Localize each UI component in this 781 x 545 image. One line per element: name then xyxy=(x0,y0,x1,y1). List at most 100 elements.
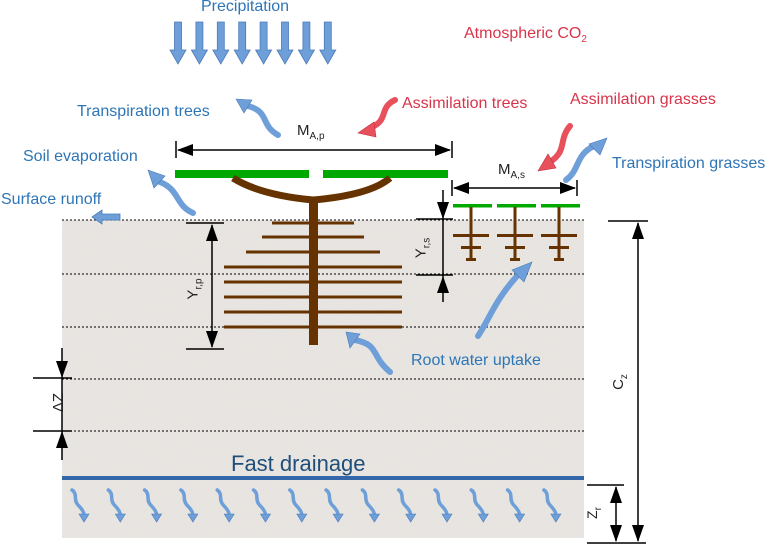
drainage-arrow-head xyxy=(114,513,126,523)
fast-drainage-label: Fast drainage xyxy=(231,451,366,476)
root-water-uptake-tree-arrow-head xyxy=(345,331,361,349)
drainage-arrow-head xyxy=(296,513,308,523)
drainage-arrow xyxy=(396,488,413,517)
tree-root-branch xyxy=(224,280,402,284)
assimilation-trees-label: Assimilation trees xyxy=(402,95,528,112)
drainage-arrow-head xyxy=(78,513,90,523)
dim-main: M xyxy=(498,161,511,178)
drainage-arrow xyxy=(251,488,268,517)
grass-stem xyxy=(513,207,517,259)
tree-branches xyxy=(231,175,393,204)
root-water-uptake-grass-arrow-head xyxy=(511,261,533,283)
root-depth-grasses-dimension-label: Yr,s xyxy=(412,238,432,259)
transpiration-trees-arrow xyxy=(245,103,281,138)
dim-main: Z xyxy=(583,510,600,519)
atmospheric-co2-text: Atmospheric CO xyxy=(464,25,582,42)
drainage-arrow xyxy=(360,488,377,517)
flux-arrows xyxy=(147,97,608,375)
drainage-arrow-head xyxy=(223,513,235,523)
canopy-grasses-dimension xyxy=(451,180,578,196)
drainage-arrow xyxy=(324,488,340,517)
transpiration-grasses-arrow-head xyxy=(588,137,608,156)
precipitation-arrow xyxy=(254,21,273,65)
precipitation-label: Precipitation xyxy=(201,0,290,15)
drainage-arrow xyxy=(70,488,86,517)
root-depth-trees-dimension xyxy=(186,222,224,350)
dim-main: Y xyxy=(184,289,202,300)
atmospheric-co2-subscript: 2 xyxy=(581,34,587,45)
tree-root-branch xyxy=(224,310,402,314)
transpiration-trees-arrow-head xyxy=(235,98,253,114)
drainage-arrow-head xyxy=(477,513,489,523)
tree-root-branch xyxy=(224,295,402,299)
dim-main: M xyxy=(297,122,310,139)
precipitation-arrow xyxy=(212,21,230,65)
atmospheric-co2-label: Atmospheric CO2 xyxy=(464,25,587,45)
drainage-depth-dimension-label: Zr xyxy=(584,507,604,519)
drainage-arrow-head xyxy=(441,513,453,523)
drainage-arrow xyxy=(542,488,558,517)
grass-plants xyxy=(453,204,580,261)
grass-root xyxy=(541,234,577,237)
drainage-arrow-head xyxy=(405,513,417,523)
drainage-arrow xyxy=(469,488,486,517)
assimilation-grasses-arrow-head xyxy=(537,153,557,172)
dim-main: C xyxy=(609,379,627,390)
drainage-arrow xyxy=(215,488,231,517)
drainage-arrow xyxy=(433,488,449,517)
grass-stem xyxy=(469,207,473,259)
grass-root xyxy=(554,258,564,261)
drainage-arrow xyxy=(179,488,195,517)
dim-sub: r,s xyxy=(421,237,433,249)
tree-root-branch xyxy=(272,221,354,225)
grass-root xyxy=(453,234,489,237)
root-water-uptake-grass-arrow xyxy=(475,272,521,339)
drainage-arrow xyxy=(142,488,159,517)
drainage-arrows xyxy=(70,488,562,523)
soil-evaporation-arrow xyxy=(157,179,196,216)
precipitation-arrow xyxy=(190,21,209,65)
dim-main: Y xyxy=(412,248,430,259)
root-depth-trees-dimension-label: Yr,p xyxy=(185,278,205,299)
layer-thickness-dimension-label: ΔZ xyxy=(50,393,67,412)
root-depth-grasses-dimension xyxy=(416,190,453,302)
drainage-arrow-head xyxy=(332,513,344,523)
tree-root-branch xyxy=(224,325,402,329)
transpiration-grasses-label: Transpiration grasses xyxy=(612,155,766,172)
dim-sub: z xyxy=(618,374,630,380)
tree-root-branch xyxy=(224,265,402,269)
canopy-grasses-dimension-label: MA,s xyxy=(498,161,525,181)
precipitation-arrow xyxy=(233,21,251,65)
root-water-uptake-label: Root water uptake xyxy=(411,352,541,369)
grass-root xyxy=(497,234,533,237)
dim-sub: A,s xyxy=(510,170,525,181)
transpiration-grasses-arrow xyxy=(563,143,597,183)
assimilation-trees-arrow-head xyxy=(357,121,377,138)
drainage-arrow xyxy=(288,488,304,517)
drainage-arrow xyxy=(106,488,123,517)
assimilation-grasses-arrow xyxy=(547,123,573,165)
precipitation-arrow xyxy=(319,21,337,65)
tree-root-branch xyxy=(246,250,380,254)
grass-root xyxy=(549,246,569,249)
tree-root-branch xyxy=(262,235,364,239)
canopy-trees-dimension-label: MA,p xyxy=(297,122,325,142)
drainage-arrow xyxy=(505,488,522,517)
tree-canopy-right xyxy=(323,170,448,178)
soil-depth-dimension-label: Cz xyxy=(610,374,630,390)
precipitation-arrow xyxy=(276,21,294,65)
precipitation-arrow xyxy=(169,21,187,65)
soil-evaporation-label: Soil evaporation xyxy=(23,148,138,165)
assimilation-grasses-label: Assimilation grasses xyxy=(570,91,716,108)
drainage-arrow-head xyxy=(151,513,163,523)
drainage-depth-dimension xyxy=(587,484,624,542)
dim-main: ΔZ xyxy=(50,392,68,413)
surface-runoff-label: Surface runoff xyxy=(1,191,102,208)
grass-canopy xyxy=(453,204,492,208)
grass-canopy xyxy=(541,204,580,208)
drainage-arrow-head xyxy=(514,513,526,523)
canopy-trees-dimension xyxy=(175,141,453,158)
soil-evaporation-arrow-head xyxy=(147,169,166,189)
tree-canopy-left xyxy=(175,170,309,178)
